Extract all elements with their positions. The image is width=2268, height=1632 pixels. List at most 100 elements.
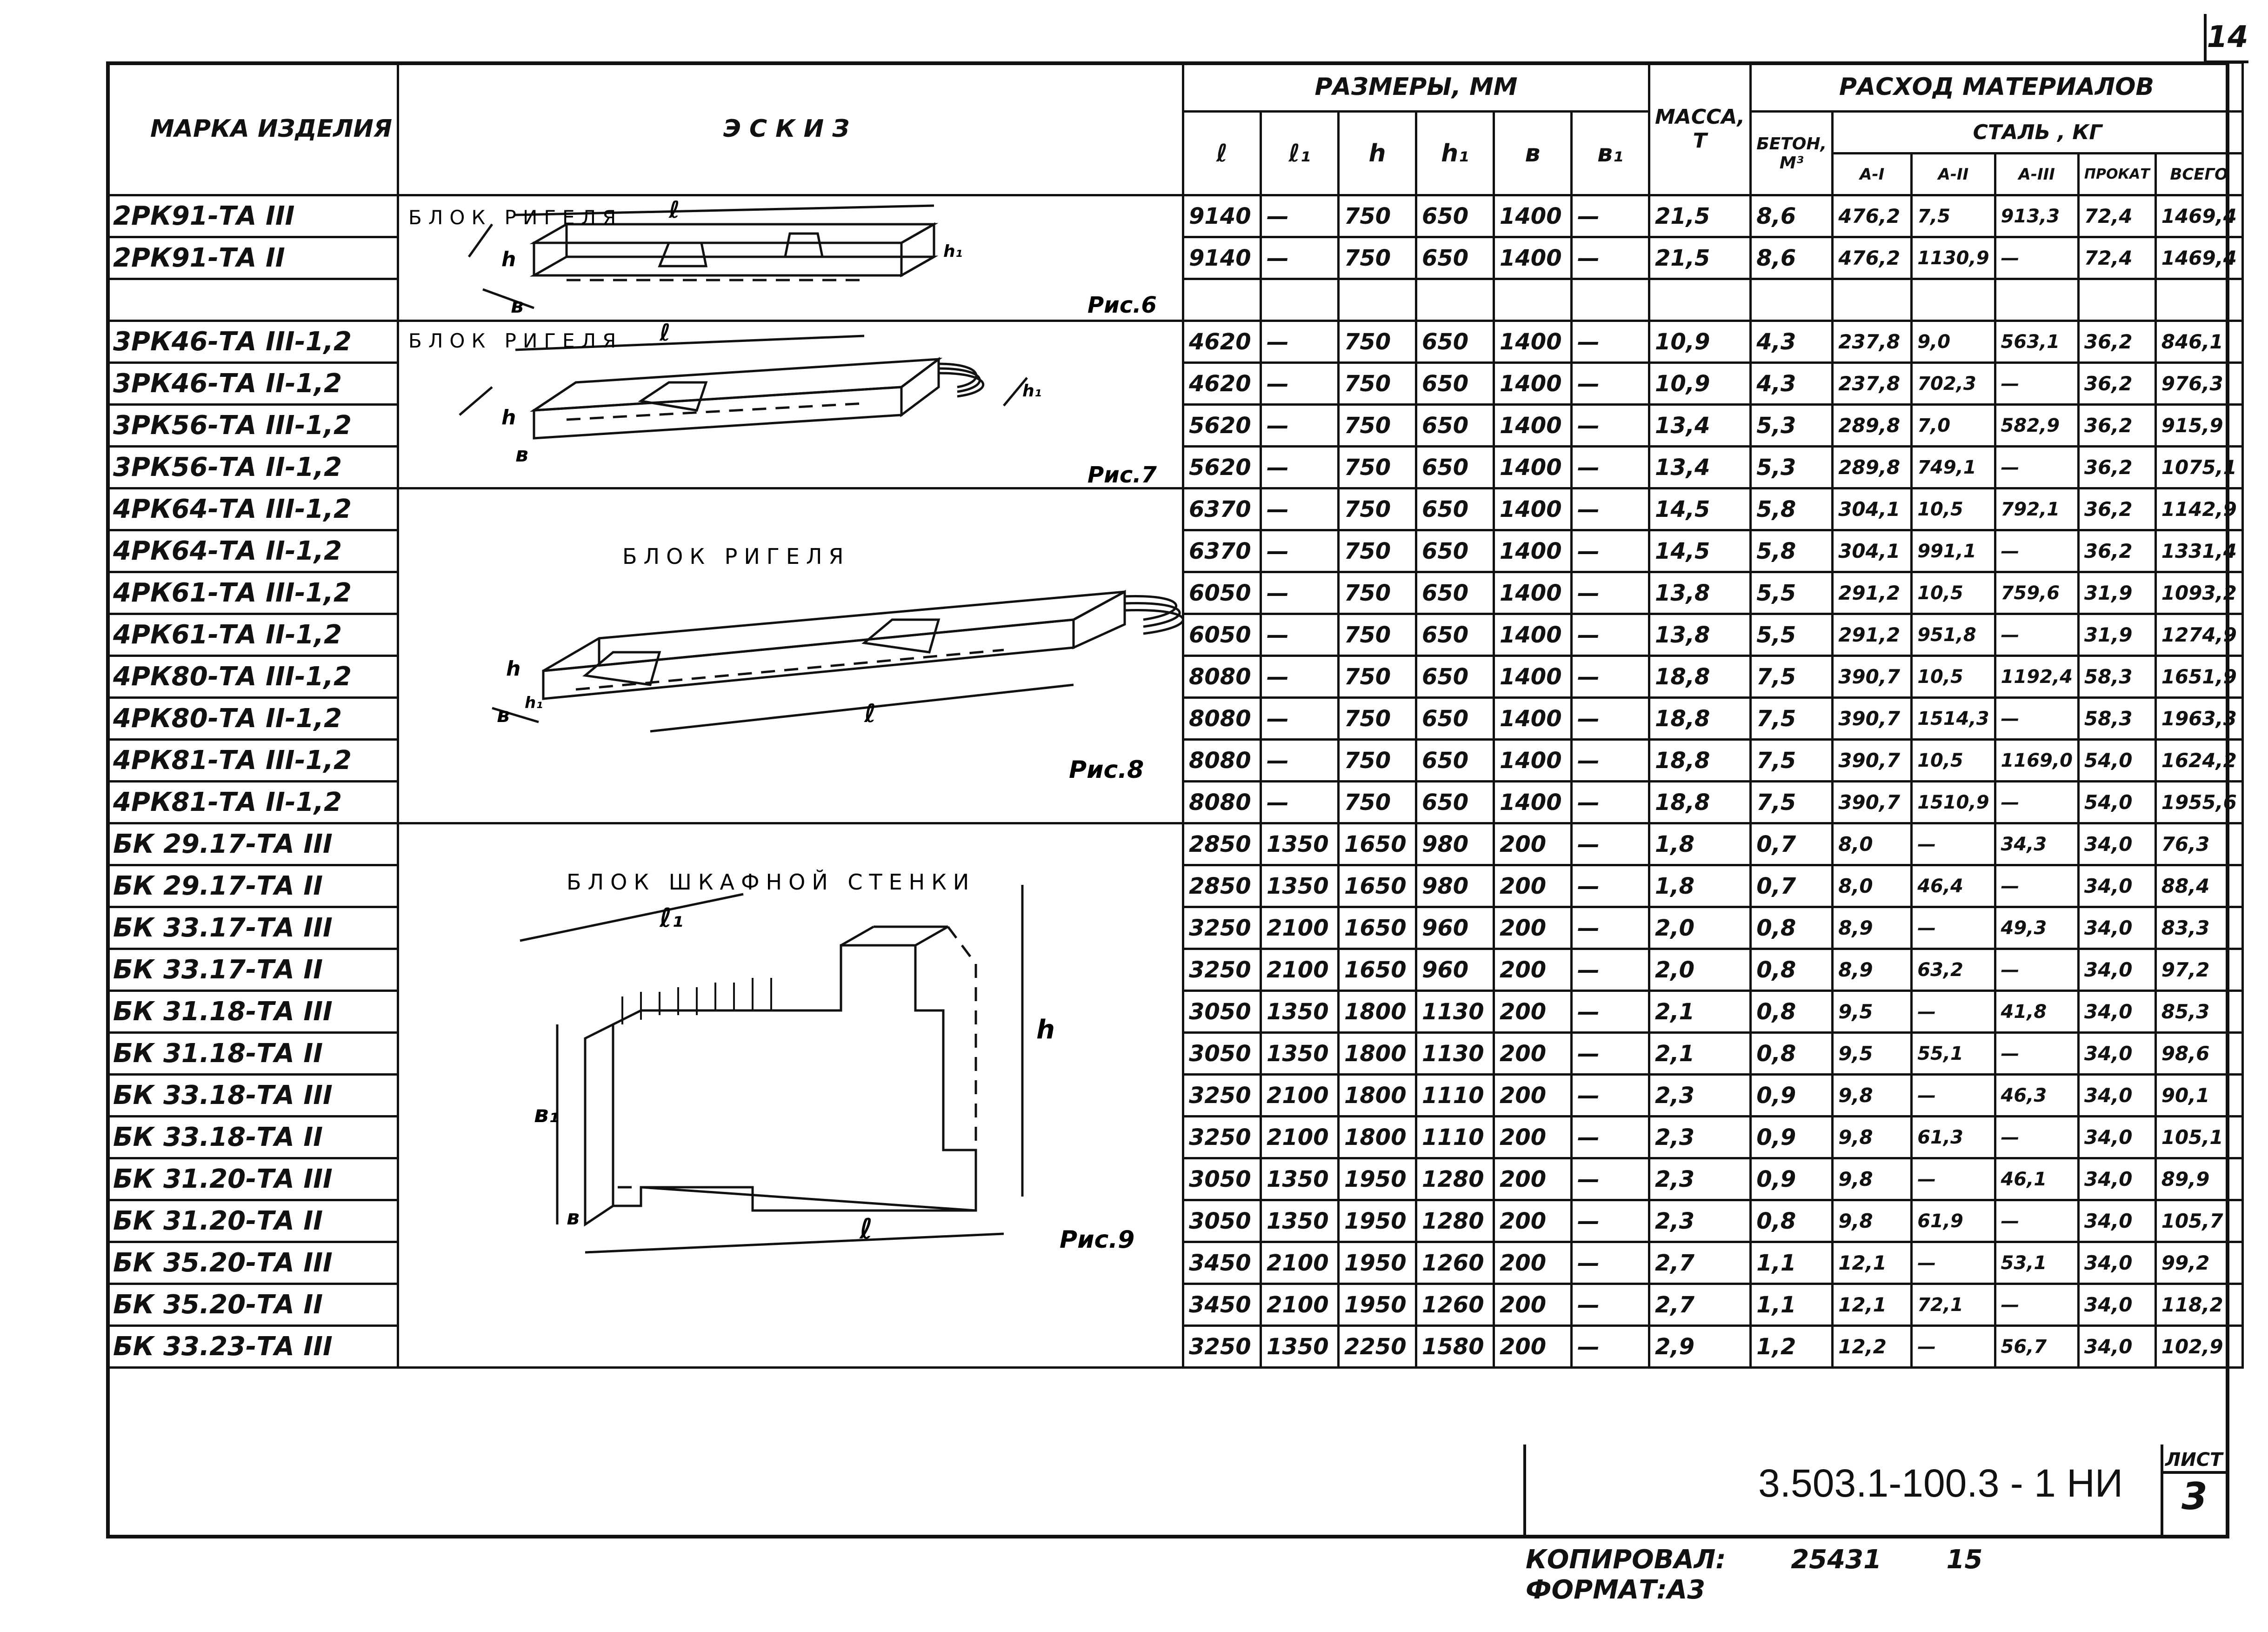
cell-a2: 63,2 [1910,948,1996,992]
cell-l1: — [1260,320,1340,364]
cell-h: 750 [1337,613,1417,657]
cell-l1: 2100 [1260,1241,1340,1285]
cell-prokat: 31,9 [2077,571,2157,615]
header-a2: A-II [1910,152,1996,196]
cell-a3: — [1994,236,2080,280]
cell-mark: БК 29.17-ТА II [106,864,399,908]
cell-l: 8080 [1182,696,1262,741]
cell-h1: 650 [1415,738,1495,783]
cell-a1: 390,7 [1831,738,1913,783]
cell-l: 3250 [1182,1324,1262,1369]
cell-b1: — [1570,236,1650,280]
cell-total: 1469,4 [2154,236,2244,280]
cell-b: 200 [1493,864,1573,908]
table-row: БК 35.20-ТА II 3450 2100 1950 1260 200 —… [106,1283,2244,1327]
cell-l: 3250 [1182,1115,1262,1159]
cell-a1: 476,2 [1831,236,1913,280]
cell-l: 3050 [1182,1157,1262,1201]
cell-l1: 2100 [1260,948,1340,992]
cell-prokat: 36,2 [2077,529,2157,573]
cell-total: 90,1 [2154,1073,2244,1117]
cell-mass: 21,5 [1648,236,1752,280]
cell-h: 750 [1337,194,1417,238]
cell-b1: — [1570,864,1650,908]
cell-total: 1624,2 [2154,738,2244,783]
cell-total: 105,1 [2154,1115,2244,1159]
cell-total: 102,9 [2154,1324,2244,1369]
cell-a1: 9,5 [1831,1031,1913,1076]
cell-mark: БК 33.18-ТА III [106,1073,399,1117]
table-row: БК 33.17-ТА III 3250 2100 1650 960 200 —… [106,906,2244,950]
cell-prokat: 72,4 [2077,236,2157,280]
cell-b1: — [1570,738,1650,783]
cell-total: 846,1 [2154,320,2244,364]
cell-b1: — [1570,1157,1650,1201]
inventory-number: 25431 [1791,1545,1882,1575]
cell-total: 89,9 [2154,1157,2244,1201]
cell-mark: БК 31.18-ТА II [106,1031,399,1076]
table-row: БК 29.17-ТА II 2850 1350 1650 980 200 — … [106,864,2244,908]
cell-b1: — [1570,1031,1650,1076]
cell-mark: 2РК91-ТА III [106,194,399,238]
cell-total: 98,6 [2154,1031,2244,1076]
cell-prokat: 34,0 [2077,948,2157,992]
cell-h1: 960 [1415,906,1495,950]
cell-a1: 8,0 [1831,864,1913,908]
cell-l: 6050 [1182,613,1262,657]
cell-a3: 56,7 [1994,1324,2080,1369]
cell-h1: 980 [1415,864,1495,908]
cell-b: 200 [1493,822,1573,866]
cell-a3: — [1994,1115,2080,1159]
cell-a3: 46,3 [1994,1073,2080,1117]
cell-h1: 650 [1415,194,1495,238]
cell-b: 1400 [1493,655,1573,699]
cell-a2: — [1910,1241,1996,1285]
sketch2-fig: Рис.7 [1087,462,1157,488]
cell-concrete: 0,8 [1749,948,1834,992]
cell-a2: 991,1 [1910,529,1996,573]
cell-h1: 650 [1415,613,1495,657]
cell-l1: — [1260,655,1340,699]
specification-table: МАРКА ИЗДЕЛИЯ ЭСКИЗ РАЗМЕРЫ, ММ МАССА, Т… [106,61,2244,1369]
cell-a2: 749,1 [1910,445,1996,489]
cell-h1: 1130 [1415,990,1495,1034]
sketch4-label-l: ℓ [859,1213,873,1245]
cell-prokat: 36,2 [2077,403,2157,448]
cell-mass: 13,4 [1648,403,1752,448]
table-row: БК 31.20-ТА II 3050 1350 1950 1280 200 —… [106,1199,2244,1243]
cell-total: 1142,9 [2154,487,2244,531]
cell-concrete: 5,8 [1749,529,1834,573]
cell-h1: 1280 [1415,1199,1495,1243]
cell-mark: 3РК56-ТА II-1,2 [106,445,399,489]
cell-a3: 41,8 [1994,990,2080,1034]
cell-a3: 46,1 [1994,1157,2080,1201]
cell-mark: БК 31.20-ТА II [106,1199,399,1243]
cell-b1: — [1570,1199,1650,1243]
paper-format: ФОРМАТ:А3 [1526,1575,1706,1605]
cell-l1: 1350 [1260,1157,1340,1201]
sketch3-label-l: ℓ [864,699,876,728]
cell-a1: 291,2 [1831,613,1913,657]
cell-b: 200 [1493,1241,1573,1285]
cell-a1: 9,8 [1831,1157,1913,1201]
cell-prokat: 54,0 [2077,780,2157,824]
sketch-cabinet-wall: БЛОК ШКАФНОЙ СТЕНКИ ℓ₁ h в [520,870,1134,1254]
cell-a2: 1514,3 [1910,696,1996,741]
header-steel: СТАЛЬ , КГ [1831,110,2244,154]
cell-mass: 2,9 [1648,1324,1752,1369]
cell-h: 750 [1337,780,1417,824]
cell-b: 200 [1493,1283,1573,1327]
cell-a3: 34,3 [1994,822,2080,866]
cell-mass: 18,8 [1648,780,1752,824]
cell-h: 1650 [1337,906,1417,950]
cell-a3: 792,1 [1994,487,2080,531]
sheet-number: 3 [2181,1475,2208,1518]
cell-b [1493,278,1573,322]
cell-total: 1331,4 [2154,529,2244,573]
cell-a2: 10,5 [1910,487,1996,531]
cell-concrete: 1,1 [1749,1241,1834,1285]
cell-h: 750 [1337,696,1417,741]
sketch3-title: БЛОК РИГЕЛЯ [622,544,850,569]
cell-total: 1469,4 [2154,194,2244,238]
cell-mass [1648,278,1752,322]
